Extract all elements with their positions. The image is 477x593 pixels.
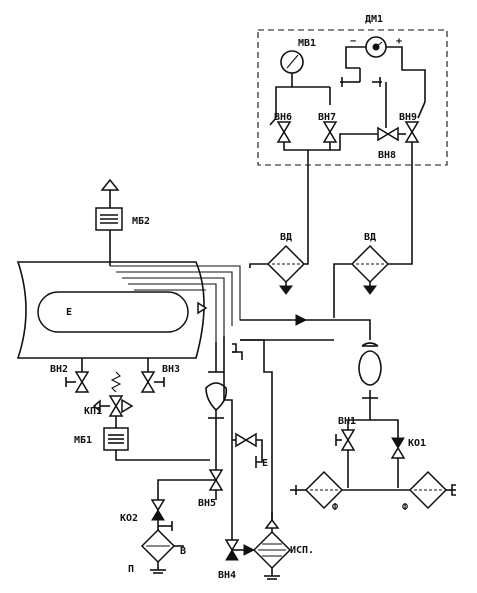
main-line [240, 314, 399, 438]
buffer-vessel-mb2: МБ2 [95, 178, 150, 266]
differential-manometer-dm1: ДМ1 − + [345, 14, 426, 102]
f-left-label: Ф [332, 502, 338, 513]
vn4-label: ВН4 [218, 570, 236, 581]
kp1-label: КП1 [84, 406, 102, 417]
vd-left-label: ВД [280, 232, 292, 243]
vn9-label: ВН9 [399, 112, 417, 123]
valve-vn8: ВН8 [377, 105, 399, 161]
filter-right: Ф [402, 470, 456, 513]
check-valve-ko1: КО1 [390, 437, 426, 488]
vd-right-label: ВД [364, 232, 376, 243]
minus-sign: − [350, 36, 356, 47]
vn6-label: ВН6 [274, 112, 292, 123]
valve-vn2: ВН2 [50, 358, 90, 393]
vn3-label: ВН3 [162, 364, 180, 375]
mb2-label: МБ2 [132, 216, 150, 227]
valve-vn6: ВН6 [269, 105, 292, 143]
valve-e-port: Е [232, 432, 268, 469]
dryer-lines [249, 263, 352, 318]
valve-vn5: ВН5 [157, 469, 224, 509]
valve-vn7: ВН7 [318, 112, 338, 143]
plus-sign: + [396, 36, 402, 47]
top-manifold [283, 133, 413, 258]
e-label: Е [66, 307, 72, 318]
vacuum-gauge-mv1: МВ1 [275, 38, 331, 105]
dryer-vd-left: ВД [266, 232, 309, 295]
vn1-label: ВН1 [338, 416, 356, 427]
dm1-label: ДМ1 [365, 14, 383, 25]
filter-left: Ф [290, 470, 344, 513]
source-p: П В [128, 528, 186, 575]
buffer-vessel-mb1: МБ1 [74, 416, 210, 461]
p-label: П [128, 564, 134, 575]
v-label: В [180, 546, 186, 557]
check-valve-ko2: КО2 [120, 499, 173, 531]
test-object-isp: ИСП. [252, 512, 314, 580]
lower-branch [205, 336, 273, 540]
mv1-label: МВ1 [298, 38, 316, 49]
instrument-enclosure [257, 29, 448, 166]
f-right-label: Ф [402, 502, 408, 513]
vn8-label: ВН8 [378, 150, 396, 161]
vn7-label: ВН7 [318, 112, 336, 123]
relief-valve-kp1: КП1 [84, 371, 134, 417]
valve-vn4: ВН4 [218, 539, 256, 581]
valve-vn9: ВН9 [399, 101, 426, 143]
ko2-label: КО2 [120, 513, 138, 524]
vn5-label: ВН5 [198, 498, 216, 509]
valve-vn3: ВН3 [140, 358, 180, 393]
e-port-label: Е [262, 458, 268, 469]
dryer-vd-right: ВД [350, 232, 413, 295]
main-vessel: Е [16, 261, 334, 359]
isp-label: ИСП. [290, 545, 314, 556]
valve-vn1: ВН1 [335, 416, 356, 488]
ko1-label: КО1 [408, 438, 426, 449]
top-stubs [340, 68, 387, 105]
mb1-label: МБ1 [74, 435, 92, 446]
vn2-label: ВН2 [50, 364, 68, 375]
